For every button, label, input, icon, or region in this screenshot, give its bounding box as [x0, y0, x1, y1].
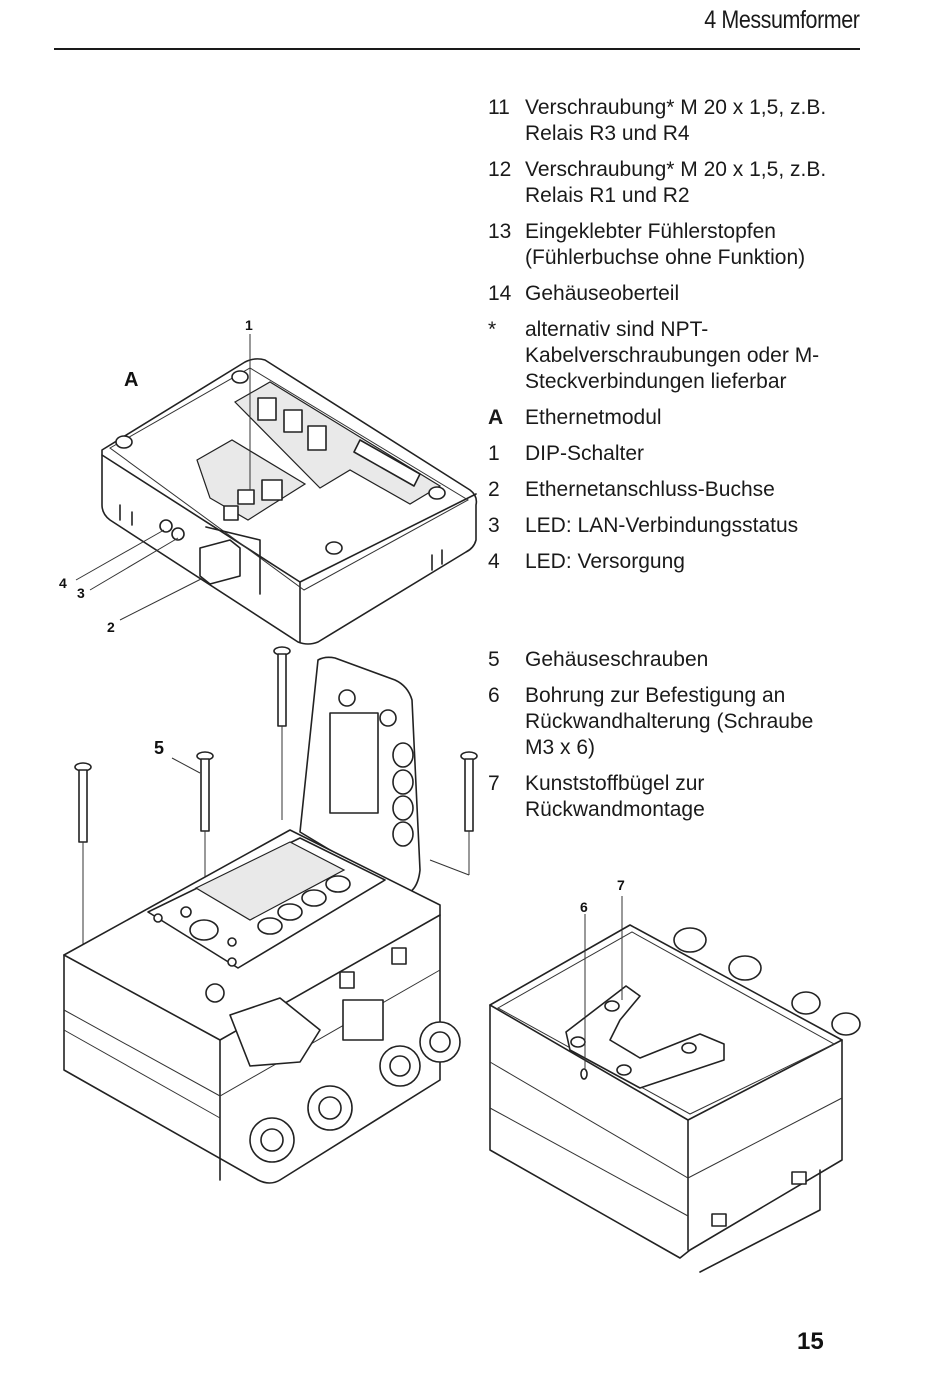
legend-key: 4 — [488, 550, 500, 573]
led-power — [159, 519, 173, 533]
legend-text: Bohrung zur Befestigung an Rückwandhalte… — [525, 684, 814, 759]
dip-switch — [237, 489, 255, 505]
screw-2 — [196, 751, 214, 832]
legend-item-3: 3 LED: LAN-Verbindungsstatus — [488, 513, 888, 539]
lid-plugs — [392, 742, 414, 847]
legend-item-14: 14 Gehäuseoberteil — [488, 281, 888, 307]
legend-item-4: 4 LED: Versorgung — [488, 549, 888, 575]
logo-badge — [205, 983, 225, 1003]
probe-socket — [229, 997, 321, 1067]
callout-1: 1 — [245, 317, 253, 333]
figure-label-A: A — [124, 369, 138, 391]
legend-text: Verschraubung* M 20 x 1,5, z.B. Relais R… — [525, 96, 827, 145]
legend-item-6: 6 Bohrung zur Befestigung an Rückwandhal… — [488, 683, 888, 761]
callout-3: 3 — [77, 585, 85, 601]
legend-text: LED: Versorgung — [525, 550, 685, 573]
callout-2: 2 — [107, 619, 115, 635]
legend-text: Gehäuseoberteil — [525, 282, 680, 305]
module-housing — [101, 358, 478, 645]
legend-item-12: 12 Verschraubung* M 20 x 1,5, z.B. Relai… — [488, 157, 888, 209]
pressure-nozzles — [339, 947, 407, 989]
legend-item-A: A Ethernetmodul — [488, 405, 888, 431]
panel-buttons — [153, 875, 351, 967]
legend-item-13: 13 Eingeklebter Fühlerstopfen (Fühlerbuc… — [488, 219, 888, 271]
legend-text: Verschraubung* M 20 x 1,5, z.B. Relais R… — [525, 158, 827, 207]
display-screen — [194, 841, 346, 921]
callout-7: 7 — [617, 877, 625, 893]
callout-4: 4 — [59, 575, 67, 591]
legend-text: alternativ sind NPT- Kabelverschraubunge… — [525, 318, 820, 393]
legend-key: 7 — [488, 772, 500, 795]
led-lan-status — [171, 527, 185, 541]
chapter-title: 4 Messumformer — [704, 6, 861, 34]
legend-item-footnote: * alternativ sind NPT- Kabelverschraubun… — [488, 317, 888, 395]
legend-item-7: 7 Kunststoffbügel zur Rückwandmontage — [488, 771, 888, 823]
legend-text: DIP-Schalter — [525, 442, 645, 465]
legend-text: LED: LAN-Verbindungsstatus — [525, 514, 799, 537]
legend-item-2: 2 Ethernetanschluss-Buchse — [488, 477, 888, 503]
mounting-posts — [115, 370, 446, 555]
legend-key: 13 — [488, 220, 512, 243]
terminal-blocks — [257, 397, 421, 487]
legend-bottom: 5 Gehäuseschrauben 6 Bohrung zur Befesti… — [488, 647, 888, 833]
housing-screws — [74, 646, 478, 843]
legend-top: 11 Verschraubung* M 20 x 1,5, z.B. Relai… — [488, 95, 888, 585]
lid-window — [329, 712, 379, 814]
header-rule — [54, 48, 860, 50]
legend-item-5: 5 Gehäuseschrauben — [488, 647, 888, 673]
callout-6: 6 — [580, 899, 588, 915]
legend-text: Kunststoffbügel zur Rückwandmontage — [525, 772, 705, 821]
legend-text: Ethernetanschluss-Buchse — [525, 478, 775, 501]
plastic-bracket — [565, 985, 725, 1089]
legend-key: 11 — [488, 96, 510, 119]
legend-text: Ethernetmodul — [525, 406, 662, 429]
ethernet-port — [342, 999, 384, 1041]
legend-key: 3 — [488, 514, 500, 537]
legend-key: 6 — [488, 684, 500, 707]
legend-key: 2 — [488, 478, 500, 501]
legend-key: * — [488, 318, 497, 341]
legend-key: 12 — [488, 158, 512, 181]
legend-text: Gehäuseschrauben — [525, 648, 709, 671]
legend-key: 1 — [488, 442, 500, 465]
legend-text: Eingeklebter Fühlerstopfen (Fühlerbuchse… — [525, 220, 806, 269]
bracket-holes — [570, 1000, 697, 1076]
ethernet-socket — [199, 539, 241, 585]
housing-bottom — [489, 924, 843, 1259]
legend-key: 5 — [488, 648, 500, 671]
glands-back — [673, 927, 861, 1036]
mounting-hole — [580, 1068, 588, 1080]
legend-item-1: 1 DIP-Schalter — [488, 441, 888, 467]
legend-item-11: 11 Verschraubung* M 20 x 1,5, z.B. Relai… — [488, 95, 888, 147]
cable-glands — [249, 1021, 461, 1163]
page-number: 15 — [797, 1328, 824, 1355]
legend-key: 14 — [488, 282, 512, 305]
legend-key: A — [488, 406, 504, 429]
callout-5: 5 — [154, 738, 164, 758]
